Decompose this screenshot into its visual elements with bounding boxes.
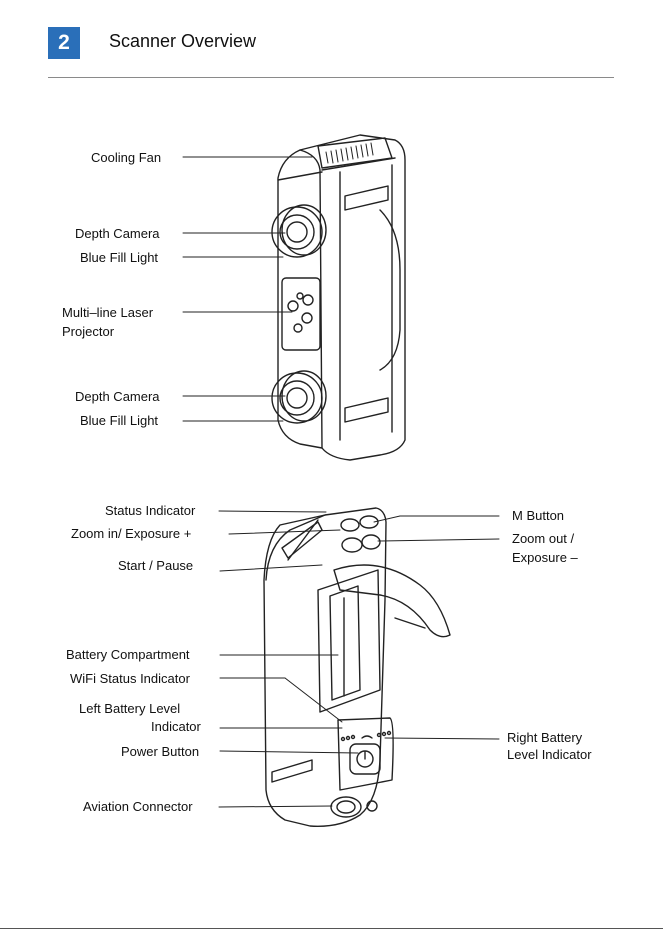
label-blue-fill-light-bottom: Blue Fill Light [80, 413, 159, 428]
label-start-pause: Start / Pause [118, 558, 194, 573]
label-laser-projector-line1: Multi–line Laser [62, 305, 154, 320]
label-depth-camera-top: Depth Camera [75, 226, 160, 241]
section-number-badge: 2 [48, 27, 80, 59]
label-status-indicator: Status Indicator [105, 503, 196, 518]
label-right-battery-line1: Right Battery [507, 730, 583, 745]
front-fan-grille [325, 142, 374, 164]
label-battery-compartment: Battery Compartment [66, 647, 190, 662]
label-aviation-connector: Aviation Connector [83, 799, 193, 814]
label-m-button: M Button [512, 508, 565, 523]
label-right-battery-line2: Level Indicator [507, 747, 592, 762]
footer-divider [0, 928, 663, 929]
label-blue-fill-light-top: Blue Fill Light [80, 250, 159, 265]
label-zoom-out-line1: Zoom out / [512, 531, 575, 546]
page-title: Scanner Overview [109, 31, 257, 51]
label-left-battery-line2: Indicator [151, 719, 201, 734]
label-wifi-status-indicator: WiFi Status Indicator [70, 671, 190, 686]
label-zoom-out-line2: Exposure – [512, 550, 578, 565]
back-scanner-body [263, 507, 451, 827]
back-leader-lines [218, 510, 500, 808]
label-depth-camera-bottom: Depth Camera [75, 389, 160, 404]
label-cooling-fan: Cooling Fan [91, 150, 162, 165]
label-left-battery-line1: Left Battery Level [79, 701, 181, 716]
label-laser-projector-line2: Projector [62, 324, 115, 339]
label-power-button: Power Button [121, 744, 200, 759]
label-zoom-in-exposure-plus: Zoom in/ Exposure + [71, 526, 192, 541]
header-divider [48, 77, 614, 78]
front-scanner-body [271, 134, 406, 461]
front-leader-lines [182, 156, 313, 422]
